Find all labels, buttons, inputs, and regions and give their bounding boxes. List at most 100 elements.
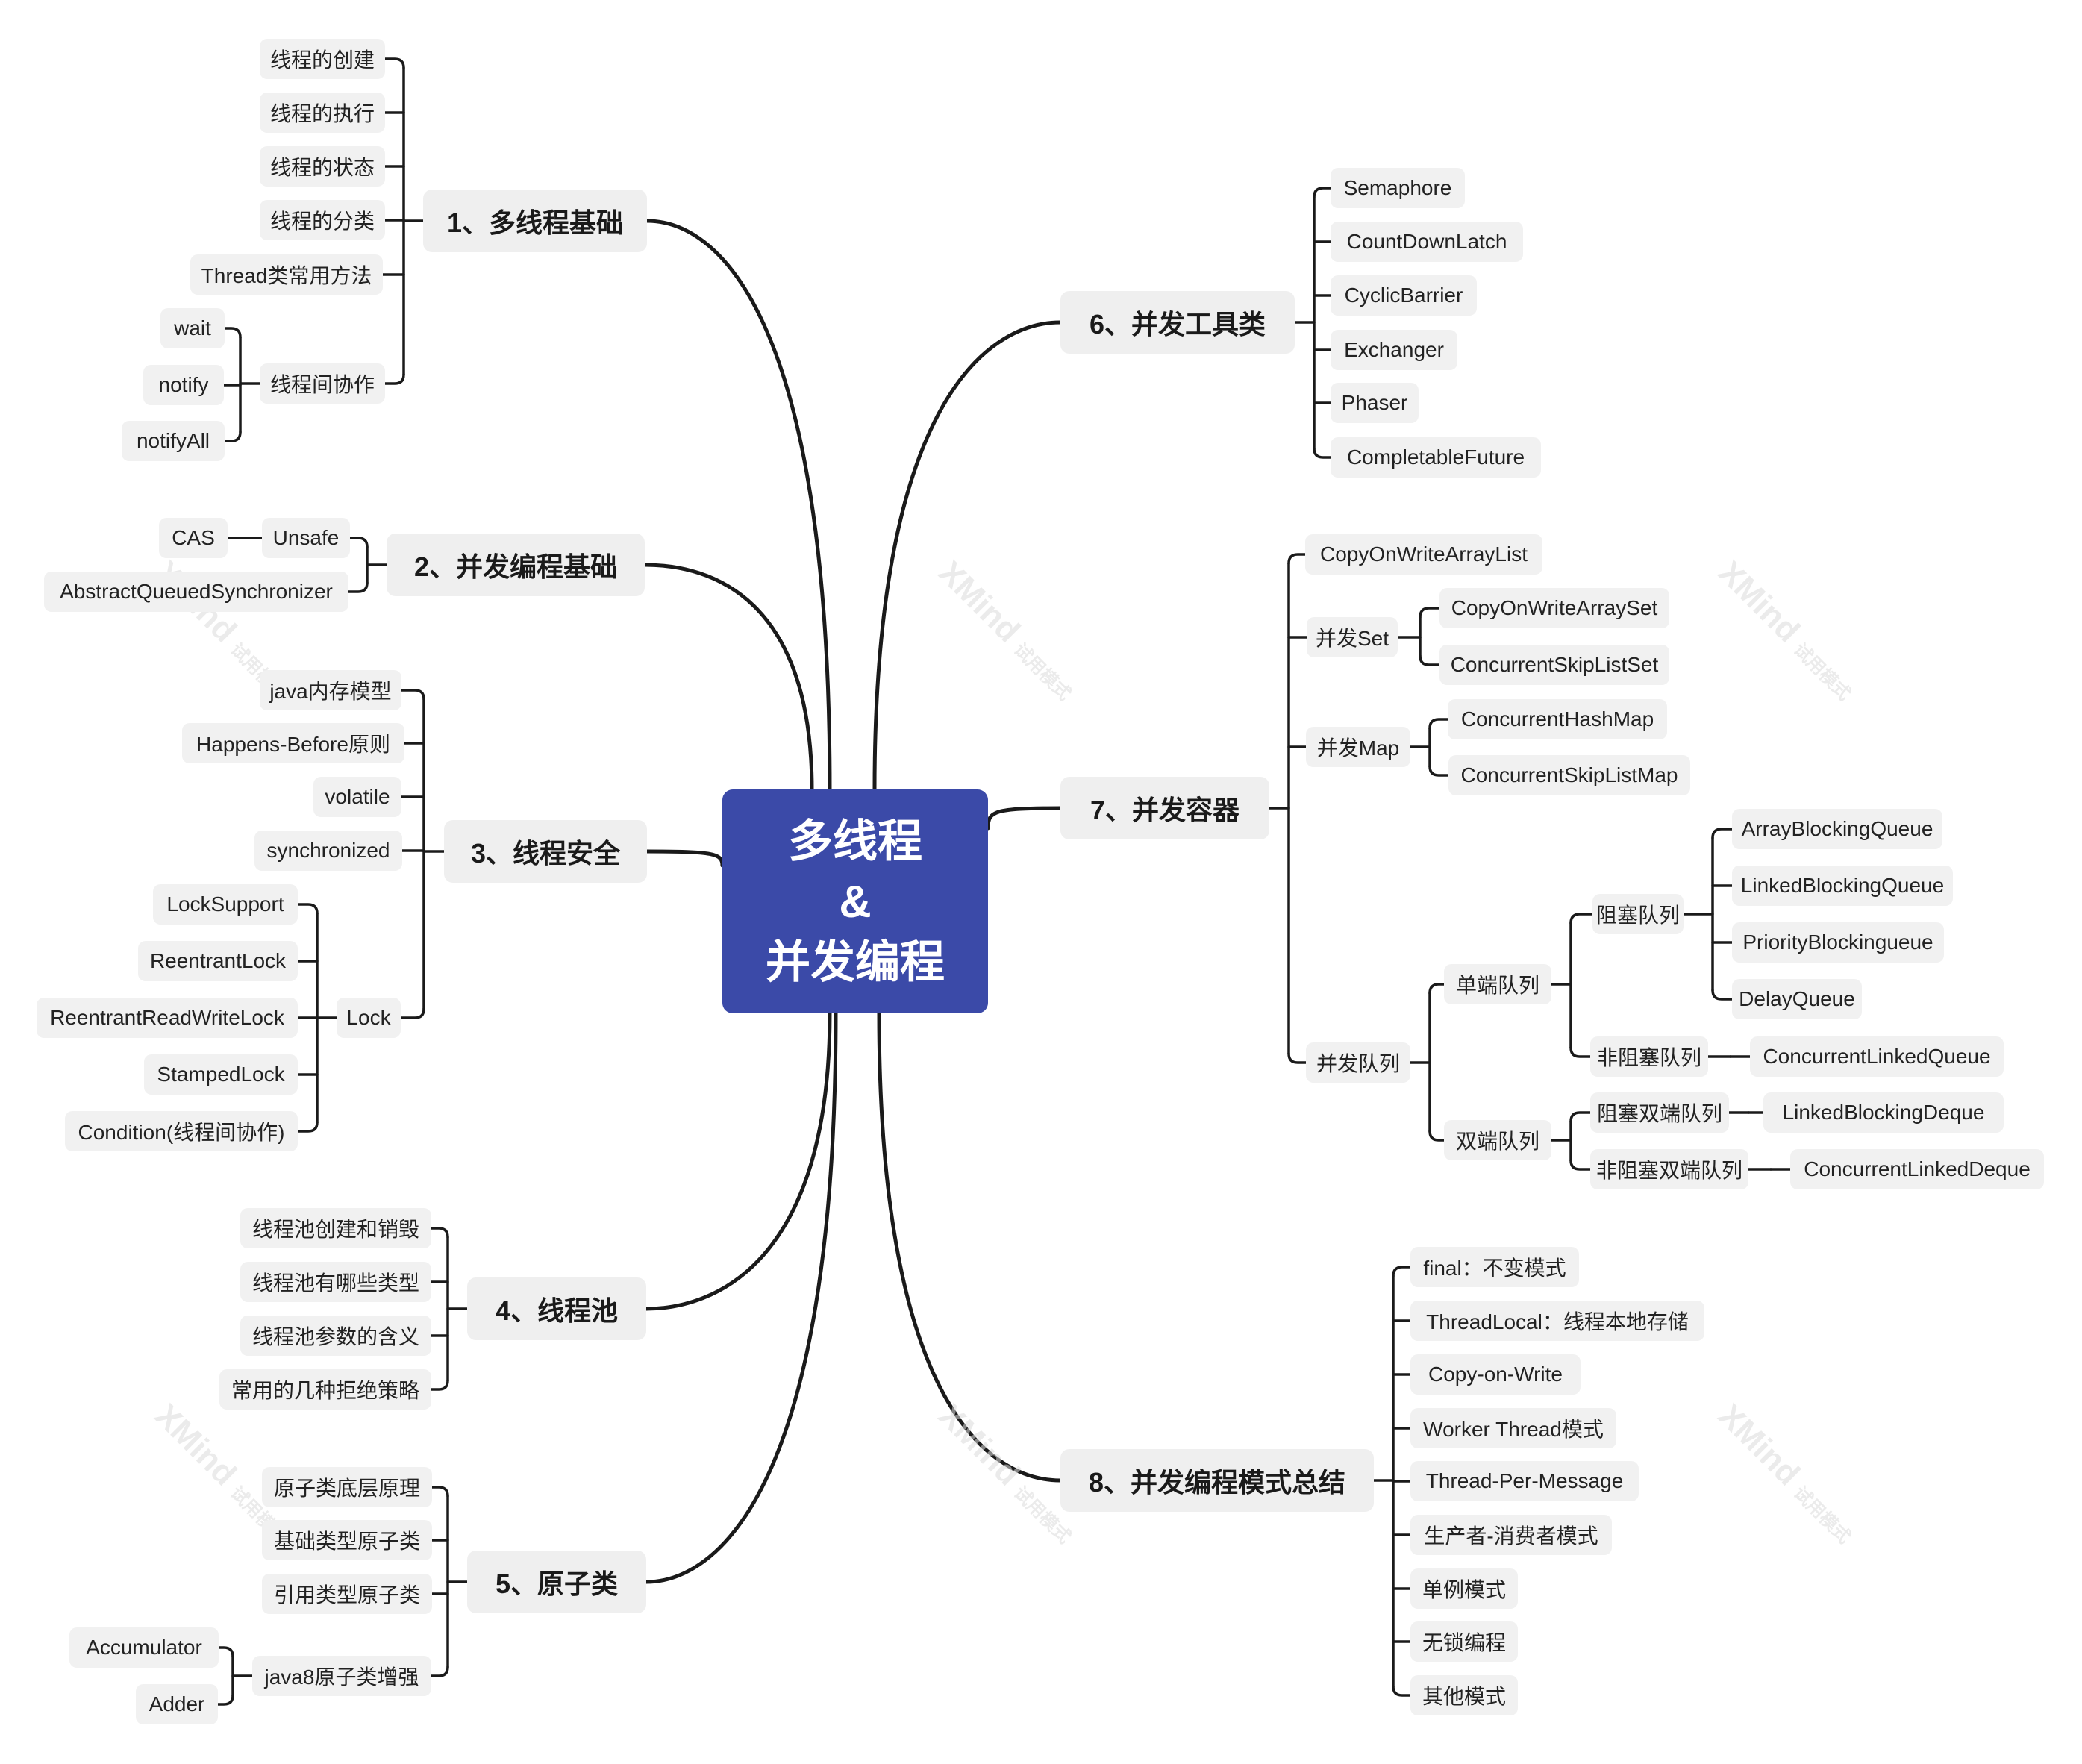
subtopic-b2-1[interactable]: Unsafe <box>262 518 350 558</box>
connector-line <box>1428 765 1450 777</box>
subtopic-b8-8[interactable]: 无锁编程 <box>1410 1621 1518 1662</box>
subtopic-b6-3[interactable]: CyclicBarrier <box>1331 275 1477 316</box>
subtopic-b7-4a1d[interactable]: DelayQueue <box>1732 979 1862 1019</box>
central-topic-line: & <box>839 876 872 927</box>
connector-line <box>384 373 405 385</box>
connector-line <box>1569 1159 1592 1171</box>
subtopic-b7-4b1a[interactable]: LinkedBlockingDeque <box>1763 1092 2004 1133</box>
main-topic-b3[interactable]: 3、线程安全 <box>444 820 647 883</box>
subtopic-b1-6c[interactable]: notifyAll <box>122 421 225 461</box>
subtopic-b7-4a2[interactable]: 非阻塞队列 <box>1590 1036 1708 1077</box>
subtopic-b4-1[interactable]: 线程池创建和销毁 <box>240 1208 431 1248</box>
subtopic-b3-5a[interactable]: LockSupport <box>153 884 298 925</box>
subtopic-b7-4b[interactable]: 双端队列 <box>1444 1120 1551 1160</box>
subtopic-b8-2[interactable]: ThreadLocal：线程本地存储 <box>1410 1301 1704 1341</box>
connector-line <box>223 431 242 442</box>
subtopic-b6-6[interactable]: CompletableFuture <box>1331 437 1541 478</box>
subtopic-b8-4[interactable]: Worker Thread模式 <box>1410 1408 1616 1448</box>
subtopic-b7-4a1b[interactable]: LinkedBlockingQueue <box>1732 866 1953 906</box>
subtopic-b4-3[interactable]: 线程池参数的含义 <box>240 1316 431 1356</box>
subtopic-b6-2[interactable]: CountDownLatch <box>1331 222 1523 262</box>
main-branch-line <box>644 1011 838 1584</box>
subtopic-b5-2[interactable]: 基础类型原子类 <box>262 1520 432 1560</box>
subtopic-b8-3[interactable]: Copy-on-Write <box>1410 1354 1581 1395</box>
subtopic-b1-3[interactable]: 线程的状态 <box>260 146 385 187</box>
main-topic-b4[interactable]: 4、线程池 <box>467 1277 646 1340</box>
subtopic-b7-4a1a[interactable]: ArrayBlockingQueue <box>1732 809 1942 849</box>
subtopic-b7-4a[interactable]: 单端队列 <box>1444 964 1551 1004</box>
subtopic-b3-5c[interactable]: ReentrantReadWriteLock <box>37 998 298 1038</box>
subtopic-b7-4a2a[interactable]: ConcurrentLinkedQueue <box>1750 1036 2004 1077</box>
subtopic-b6-1[interactable]: Semaphore <box>1331 168 1465 208</box>
connector-line <box>430 1379 449 1391</box>
subtopic-b1-2[interactable]: 线程的执行 <box>260 93 385 133</box>
central-topic[interactable]: 多线程 & 并发编程 <box>722 789 988 1013</box>
subtopic-b1-6a[interactable]: wait <box>160 308 225 348</box>
subtopic-b7-4b2a[interactable]: ConcurrentLinkedDeque <box>1790 1149 2044 1189</box>
connector-line <box>1428 983 1445 995</box>
subtopic-b2-2[interactable]: AbstractQueuedSynchronizer <box>44 572 348 612</box>
subtopic-b5-4a[interactable]: Accumulator <box>69 1627 219 1668</box>
subtopic-b3-2[interactable]: Happens-Before原则 <box>182 723 404 763</box>
main-branch-line <box>645 219 832 792</box>
connector-line <box>1711 828 1734 839</box>
subtopic-b8-7[interactable]: 单例模式 <box>1410 1568 1518 1609</box>
connector-line <box>1313 447 1332 459</box>
subtopic-b7-3b[interactable]: ConcurrentSkipListMap <box>1448 755 1690 795</box>
subtopic-b5-1[interactable]: 原子类底层原理 <box>262 1467 432 1507</box>
connector-line <box>216 1694 234 1706</box>
subtopic-b7-4a1[interactable]: 阻塞队列 <box>1592 894 1684 934</box>
subtopic-b8-9[interactable]: 其他模式 <box>1410 1675 1518 1715</box>
subtopic-b7-2b[interactable]: ConcurrentSkipListSet <box>1439 645 1669 685</box>
main-topic-b7[interactable]: 7、并发容器 <box>1060 777 1269 839</box>
subtopic-b8-6[interactable]: 生产者-消费者模式 <box>1410 1515 1612 1555</box>
subtopic-b8-1[interactable]: final：不变模式 <box>1410 1247 1579 1287</box>
subtopic-b3-4[interactable]: synchronized <box>254 831 402 871</box>
main-topic-b8[interactable]: 8、并发编程模式总结 <box>1060 1449 1374 1512</box>
main-topic-b5[interactable]: 5、原子类 <box>467 1551 646 1613</box>
subtopic-b5-3[interactable]: 引用类型原子类 <box>262 1574 432 1614</box>
subtopic-b1-6b[interactable]: notify <box>143 365 224 405</box>
subtopic-b7-4b2[interactable]: 非阻塞双端队列 <box>1590 1149 1748 1189</box>
main-topic-b2[interactable]: 2、并发编程基础 <box>387 534 645 596</box>
subtopic-b2-1a[interactable]: CAS <box>159 518 228 558</box>
connector-line <box>223 327 242 339</box>
connector-line <box>1428 718 1449 730</box>
subtopic-b6-4[interactable]: Exchanger <box>1331 330 1457 370</box>
subtopic-b3-5d[interactable]: StampedLock <box>144 1054 298 1095</box>
subtopic-b3-1[interactable]: java内存模型 <box>260 670 401 710</box>
subtopic-b7-4[interactable]: 并发队列 <box>1306 1042 1410 1083</box>
subtopic-b7-2a[interactable]: CopyOnWriteArraySet <box>1439 588 1669 628</box>
subtopic-b4-2[interactable]: 线程池有哪些类型 <box>240 1262 431 1302</box>
subtopic-b6-5[interactable]: Phaser <box>1331 383 1419 423</box>
subtopic-b7-3[interactable]: 并发Map <box>1306 727 1410 767</box>
subtopic-b7-4b1[interactable]: 阻塞双端队列 <box>1590 1092 1729 1133</box>
subtopic-b7-1[interactable]: CopyOnWriteArrayList <box>1305 534 1542 575</box>
main-topic-b6[interactable]: 6、并发工具类 <box>1060 291 1295 354</box>
main-branch-line <box>645 849 725 868</box>
subtopic-b1-1[interactable]: 线程的创建 <box>260 39 385 79</box>
subtopic-b3-5b[interactable]: ReentrantLock <box>138 941 298 981</box>
subtopic-b8-5[interactable]: Thread-Per-Message <box>1410 1461 1639 1501</box>
subtopic-b4-4[interactable]: 常用的几种拒绝策略 <box>219 1369 431 1410</box>
subtopic-b7-4a1c[interactable]: PriorityBlockingueue <box>1732 922 1944 963</box>
connector-line <box>348 537 369 548</box>
subtopic-b5-4b[interactable]: Adder <box>136 1684 218 1724</box>
main-branch-line <box>643 563 814 792</box>
subtopic-b5-4[interactable]: java8原子类增强 <box>252 1656 431 1696</box>
connector-line <box>1392 1266 1412 1277</box>
subtopic-b1-6[interactable]: 线程间协作 <box>260 363 385 404</box>
subtopic-b3-5e[interactable]: Condition(线程间协作) <box>65 1111 298 1151</box>
subtopic-b1-4[interactable]: 线程的分类 <box>260 200 385 240</box>
subtopic-b7-3a[interactable]: ConcurrentHashMap <box>1448 699 1667 739</box>
main-topic-b1[interactable]: 1、多线程基础 <box>423 190 647 252</box>
connector-line <box>1392 1685 1412 1697</box>
subtopic-b1-5[interactable]: Thread类常用方法 <box>190 254 383 295</box>
central-topic-line: 并发编程 <box>766 936 945 987</box>
subtopic-b3-5[interactable]: Lock <box>337 998 401 1038</box>
subtopic-b3-3[interactable]: volatile <box>313 777 401 817</box>
connector-line <box>347 581 369 593</box>
subtopic-b7-2[interactable]: 并发Set <box>1307 617 1398 657</box>
